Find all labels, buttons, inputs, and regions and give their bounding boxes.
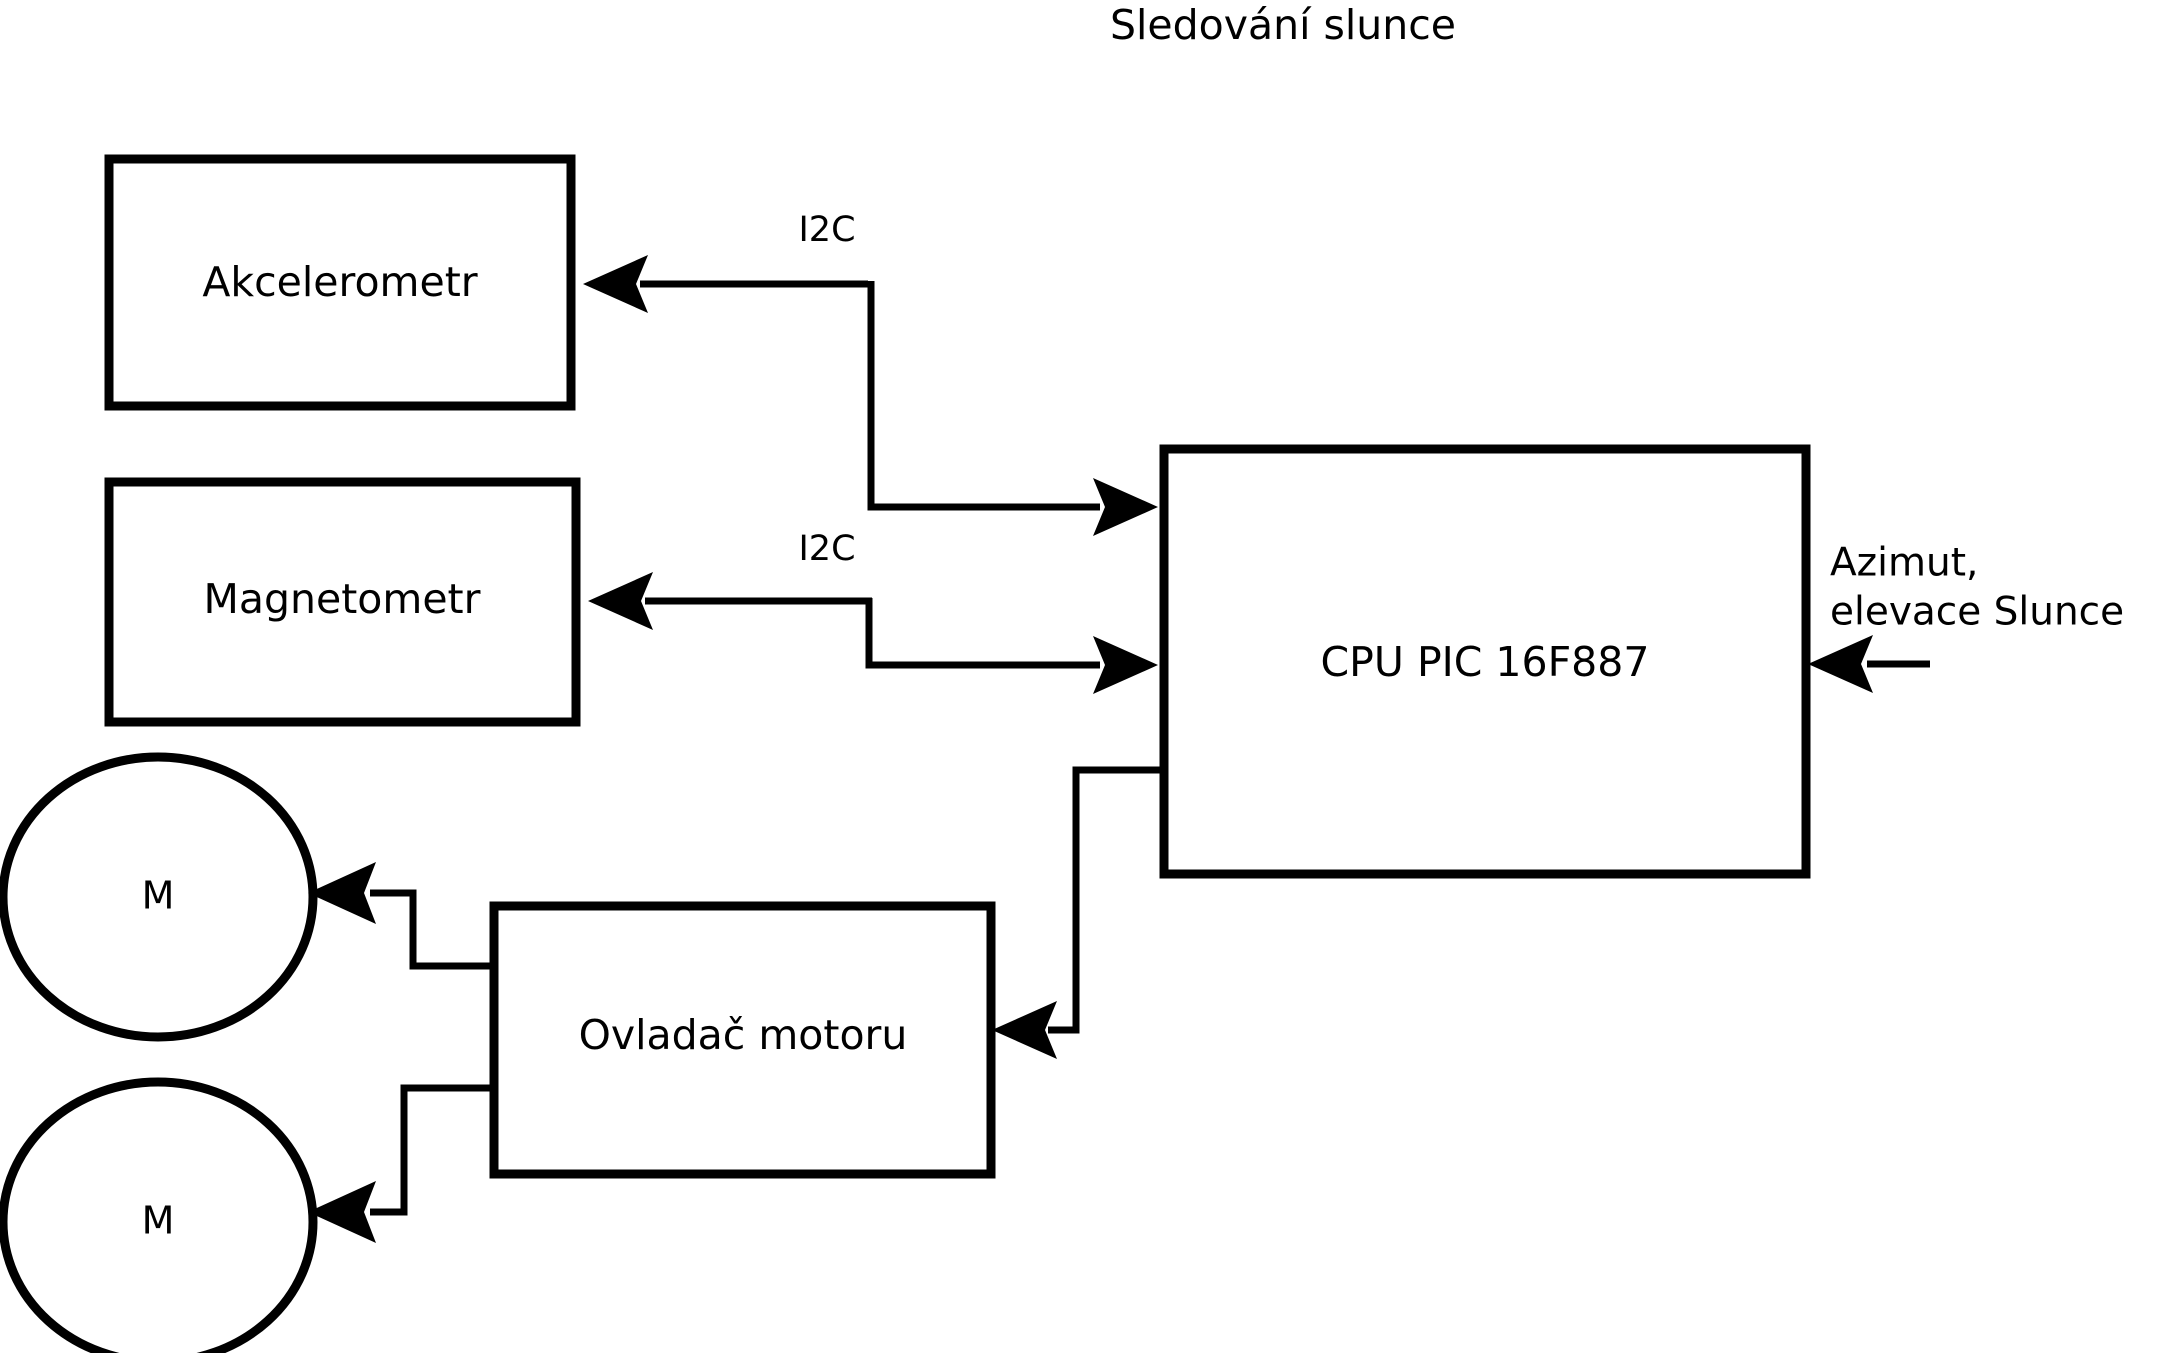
- node-magnetometer-box: [104, 477, 581, 727]
- arrowhead-into-motor-top: [308, 862, 376, 924]
- node-motor-top-label: M: [142, 874, 175, 918]
- node-motor-top-circle: [0, 752, 318, 1042]
- node-motor-driver-box: [489, 901, 996, 1179]
- node-motor-bottom-label: M: [142, 1199, 175, 1243]
- arrowhead-into-cpu-from-accelerometer: [1093, 478, 1158, 536]
- node-motor-driver-label: Ovladač motoru: [579, 1011, 908, 1059]
- arrowhead-into-cpu-from-sun: [1808, 635, 1873, 693]
- page-title: Sledování slunce: [1110, 1, 1456, 49]
- arrowhead-into-motor-bottom: [308, 1181, 376, 1243]
- node-cpu-label: CPU PIC 16F887: [1321, 638, 1650, 686]
- node-motor-bottom-circle: [0, 1077, 318, 1353]
- node-cpu-box: [1159, 444, 1811, 879]
- edge-cpu-to-motor-driver: [1048, 766, 1162, 1034]
- edge-accelerometer-to-cpu: [867, 281, 1100, 511]
- node-accelerometer-box: [104, 154, 576, 411]
- edge-motor-driver-to-motor-bottom: [370, 1084, 492, 1216]
- edge-motor-driver-to-motor-top: [370, 889, 492, 970]
- sun-input-label-line1: Azimut,: [1830, 541, 1978, 586]
- node-magnetometer-label: Magnetometr: [204, 575, 481, 623]
- arrowhead-into-magnetometer: [588, 572, 653, 630]
- edge-label-i2c-magnetometer: I2C: [798, 529, 855, 569]
- arrowhead-into-cpu-from-magnetometer: [1093, 636, 1158, 694]
- edge-label-i2c-accelerometer: I2C: [798, 210, 855, 250]
- arrowhead-into-motor-driver: [992, 1001, 1057, 1059]
- sun-input-label-line2: elevace Slunce: [1830, 590, 2124, 635]
- edge-magnetometer-to-cpu: [865, 598, 1100, 669]
- node-accelerometer-label: Akcelerometr: [202, 258, 477, 306]
- arrowhead-into-accelerometer: [583, 255, 648, 313]
